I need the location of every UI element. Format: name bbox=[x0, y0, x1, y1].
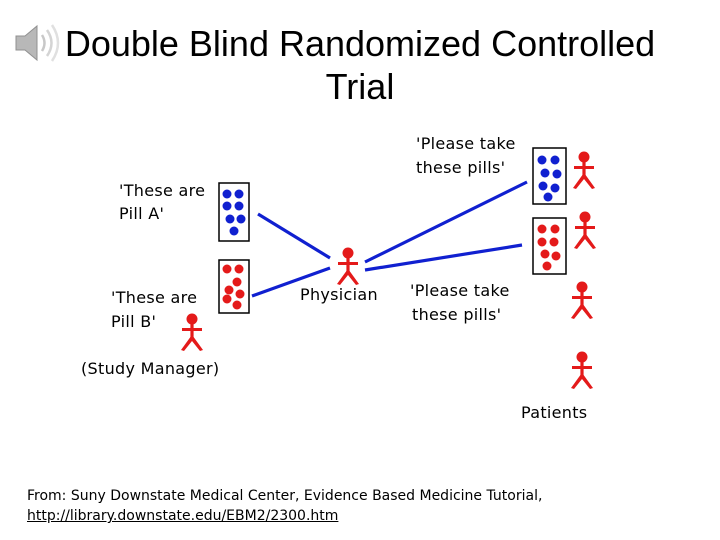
label-pill-a-line2: Pill A' bbox=[119, 204, 164, 223]
patient-figure-2 bbox=[574, 211, 596, 249]
label-please-take-1-line1: 'Please take bbox=[416, 134, 516, 153]
source-citation: From: Suny Downstate Medical Center, Evi… bbox=[27, 486, 707, 526]
physician-figure bbox=[337, 247, 359, 285]
line-pill-a-to-physician bbox=[257, 212, 331, 260]
slide-title: Double Blind Randomized Controlled Trial bbox=[60, 22, 660, 108]
pill-box-a bbox=[218, 182, 250, 242]
label-please-take-2-line1: 'Please take bbox=[410, 281, 510, 300]
patient-figure-1 bbox=[573, 151, 595, 189]
label-pill-a-line1: 'These are bbox=[119, 181, 205, 200]
label-please-take-1-line2: these pills' bbox=[416, 158, 505, 177]
line-pill-b-to-physician bbox=[251, 266, 331, 298]
connector-lines bbox=[251, 180, 528, 298]
line-physician-to-patient-2 bbox=[364, 243, 523, 272]
pill-box-b bbox=[218, 259, 250, 314]
pill-box-patient-1 bbox=[532, 147, 567, 205]
line-physician-to-patient-1 bbox=[364, 180, 528, 264]
speaker-icon[interactable] bbox=[10, 18, 60, 68]
label-study-manager: (Study Manager) bbox=[81, 359, 219, 378]
label-patients: Patients bbox=[521, 403, 587, 422]
label-pill-b-line1: 'These are bbox=[111, 288, 197, 307]
label-physician: Physician bbox=[300, 285, 378, 304]
source-text: From: Suny Downstate Medical Center, Evi… bbox=[27, 488, 543, 504]
label-pill-b-line2: Pill B' bbox=[111, 312, 156, 331]
patient-figure-3 bbox=[571, 281, 593, 319]
pill-box-patient-2 bbox=[532, 217, 567, 275]
title-line-1: Double Blind Randomized Controlled bbox=[64, 23, 656, 64]
title-line-2: Trial bbox=[325, 66, 395, 107]
study-manager-figure bbox=[181, 313, 203, 351]
source-link[interactable]: http://library.downstate.edu/EBM2/2300.h… bbox=[27, 508, 339, 524]
label-please-take-2-line2: these pills' bbox=[412, 305, 501, 324]
patient-figure-4 bbox=[571, 351, 593, 389]
